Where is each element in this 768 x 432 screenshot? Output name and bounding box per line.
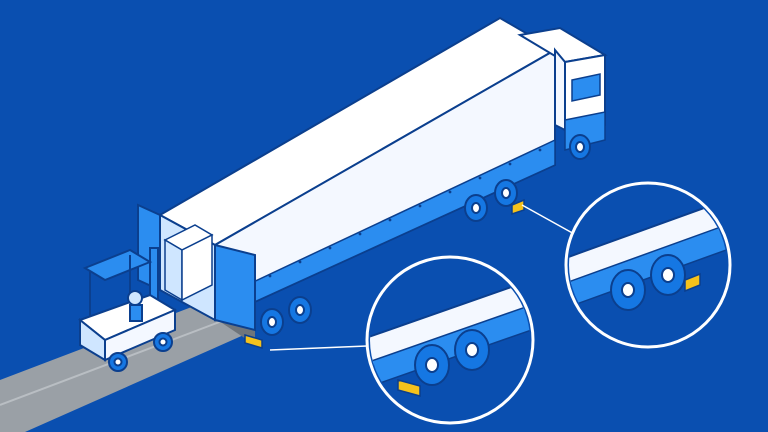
wheel-chock-icon	[244, 198, 525, 350]
magnifier-callout-icon	[564, 181, 732, 349]
forklift-icon	[77, 247, 178, 372]
magnifier-callout-icon	[365, 255, 535, 425]
truck-trailer	[137, 16, 557, 332]
truck-wheels	[260, 134, 591, 336]
